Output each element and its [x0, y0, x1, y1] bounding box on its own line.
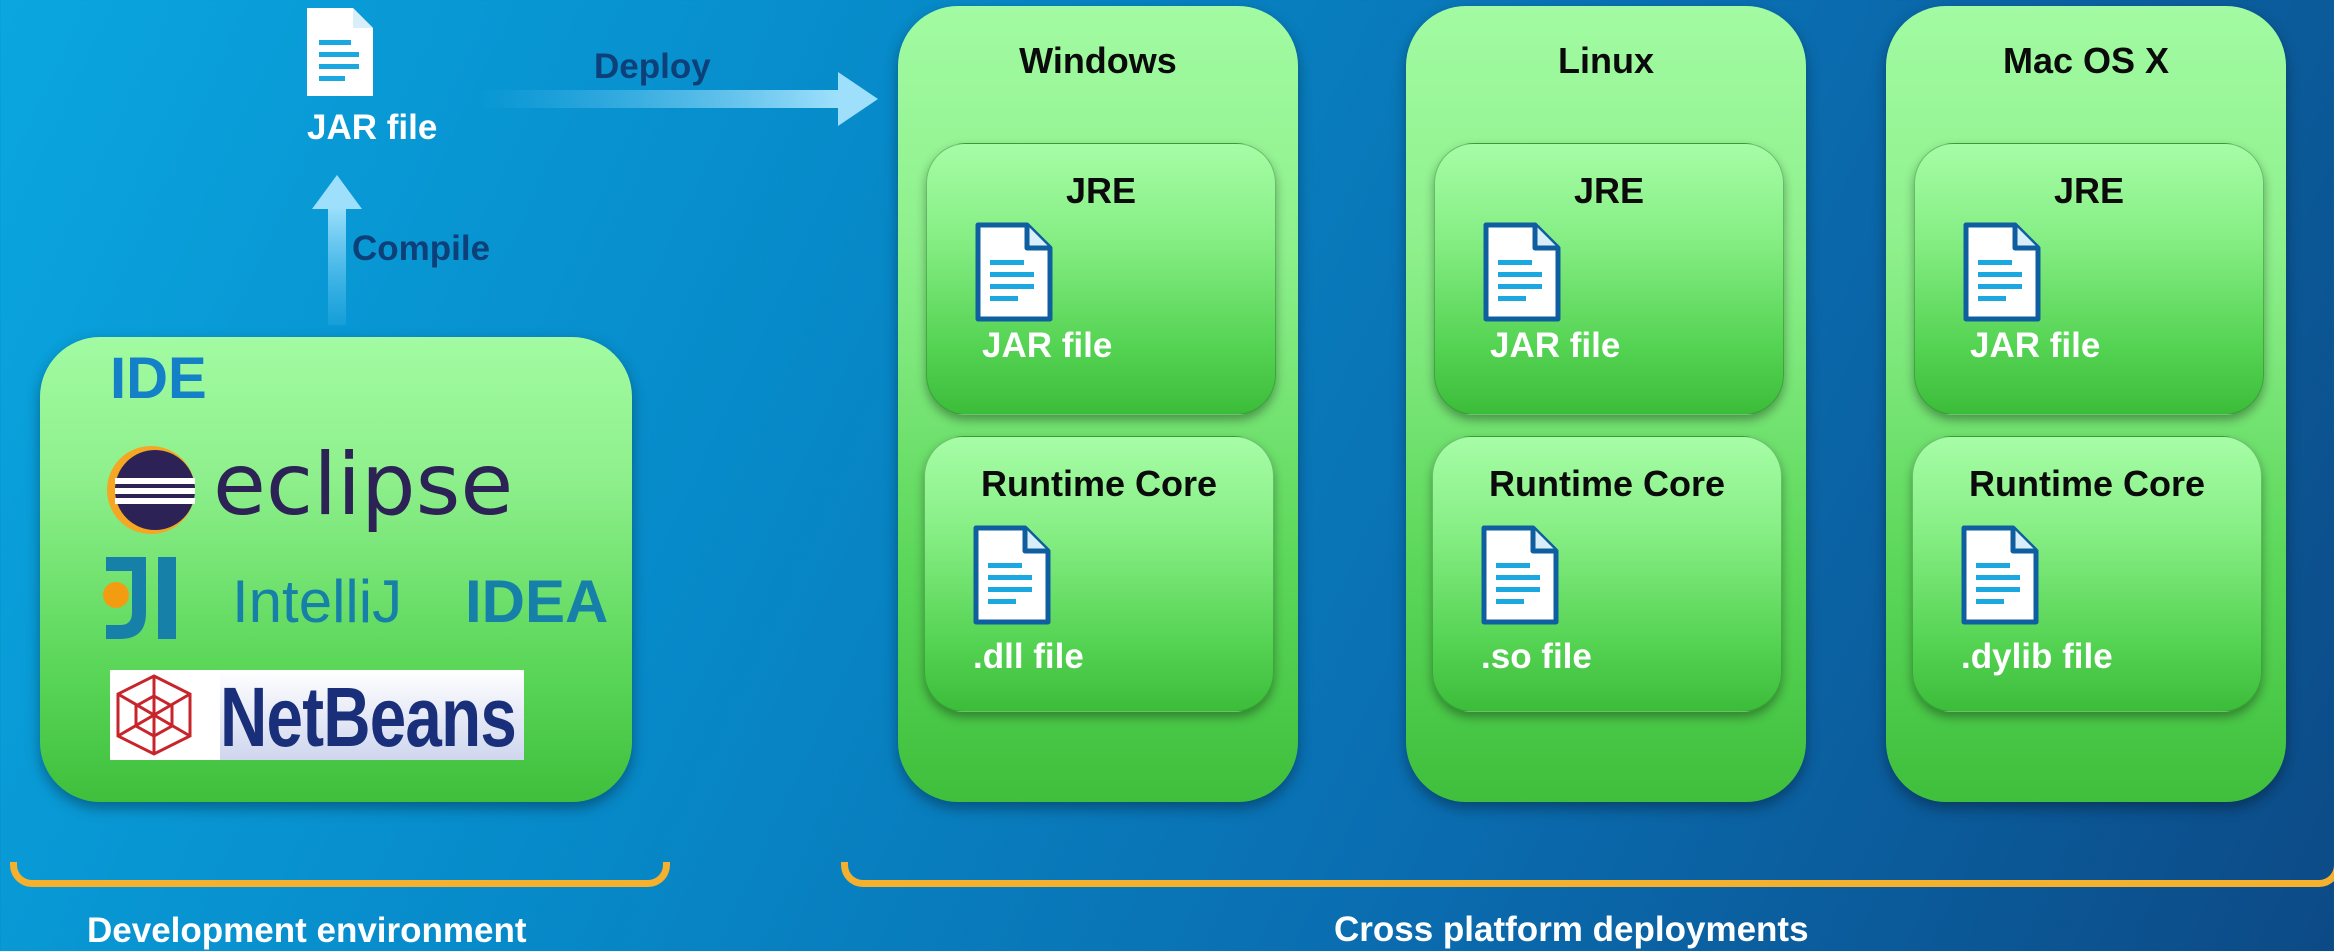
jar-file-label: JAR file	[307, 108, 438, 147]
runtime-lib-label: .dylib file	[1961, 637, 2113, 676]
netbeans-wordmark-bg	[220, 670, 524, 760]
jar-file-node	[300, 6, 380, 106]
ide-box: IDE eclipse IntelliJ IDEA	[40, 337, 632, 802]
compile-arrow	[312, 175, 362, 325]
jre-title: JRE	[1065, 170, 1137, 211]
document-icon	[975, 222, 1053, 322]
intellij-icon	[103, 557, 176, 639]
lib-doc	[1961, 525, 2039, 630]
document-icon	[973, 525, 1051, 625]
deploy-arrow	[480, 72, 878, 126]
jre-box: JRE JAR file	[1914, 143, 2264, 415]
jre-box: JRE JAR file	[926, 143, 1276, 415]
runtime-lib-label: .so file	[1481, 637, 1592, 676]
runtime-core-title: Runtime Core	[1968, 463, 2206, 504]
jre-jar-label: JAR file	[982, 326, 1113, 365]
deployments-label: Cross platform deployments	[1334, 910, 1809, 949]
deploy-label: Deploy	[594, 47, 711, 86]
intellij-wordmark-light: IntelliJ	[232, 568, 403, 635]
intellij-logo: IntelliJ IDEA	[102, 555, 608, 645]
document-icon	[1963, 222, 2041, 322]
runtime-core-box: Runtime Core .dylib file	[1912, 436, 2262, 712]
dev-env-label: Development environment	[87, 911, 527, 950]
jar-doc	[975, 222, 1053, 327]
jre-box: JRE JAR file	[1434, 143, 1784, 415]
jre-title: JRE	[1573, 170, 1645, 211]
ide-title: IDE	[110, 346, 207, 411]
netbeans-cube-icon	[116, 674, 192, 756]
jar-doc	[1483, 222, 1561, 327]
eclipse-icon	[107, 446, 195, 534]
document-icon	[1961, 525, 2039, 625]
dev-env-bracket	[10, 862, 670, 887]
platform-title: Mac OS X	[2002, 40, 2170, 81]
jre-title: JRE	[2053, 170, 2125, 211]
runtime-core-box: Runtime Core .so file	[1432, 436, 1782, 712]
jar-doc	[1963, 222, 2041, 327]
eclipse-wordmark: eclipse	[213, 435, 514, 535]
netbeans-wordmark: NetBeans	[220, 670, 517, 764]
platform-title: Windows	[1019, 40, 1177, 81]
deployments-bracket	[841, 862, 2334, 887]
eclipse-logo: eclipse	[105, 435, 513, 535]
intellij-wordmark-bold: IDEA	[465, 568, 609, 635]
runtime-core-box: Runtime Core .dll file	[924, 436, 1274, 712]
runtime-core-title: Runtime Core	[1488, 463, 1726, 504]
jre-jar-label: JAR file	[1970, 326, 2101, 365]
lib-doc	[973, 525, 1051, 630]
jre-jar-label: JAR file	[1490, 326, 1621, 365]
document-icon	[1481, 525, 1559, 625]
lib-doc	[1481, 525, 1559, 630]
runtime-lib-label: .dll file	[973, 637, 1084, 676]
document-icon	[307, 8, 373, 96]
compile-label: Compile	[352, 229, 491, 268]
netbeans-logo: NetBeans	[110, 670, 524, 764]
runtime-core-title: Runtime Core	[980, 463, 1218, 504]
document-icon	[1483, 222, 1561, 322]
platform-title: Linux	[1558, 40, 1654, 81]
